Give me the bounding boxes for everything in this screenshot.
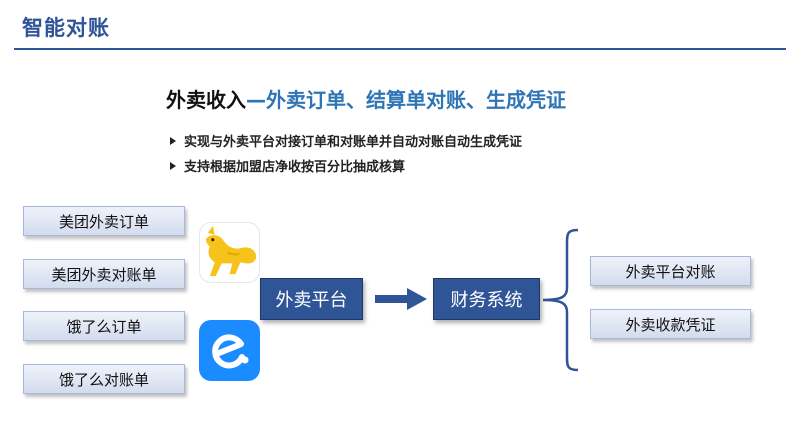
- slide-title: 外卖收入—外卖订单、结算单对账、生成凭证: [166, 84, 566, 113]
- eleme-e-icon: [199, 320, 260, 381]
- source-eleme-orders[interactable]: 饿了么订单: [23, 311, 185, 341]
- bullet-arrow-icon: [170, 137, 176, 145]
- bullet-arrow-icon: [170, 162, 176, 170]
- slide-title-lead: 外卖收入: [166, 88, 246, 112]
- bullet-text: 支持根据加盟店净收按百分比抽成核算: [184, 160, 406, 175]
- source-eleme-statement[interactable]: 饿了么对账单: [23, 364, 185, 394]
- bullet-item: 实现与外卖平台对接订单和对账单并自动对账自动生成凭证: [170, 131, 522, 150]
- output-platform-reconciliation[interactable]: 外卖平台对账: [590, 256, 751, 286]
- source-meituan-statement[interactable]: 美团外卖对账单: [23, 259, 185, 289]
- output-receipt-voucher[interactable]: 外卖收款凭证: [590, 309, 751, 339]
- bullet-text: 实现与外卖平台对接订单和对账单并自动对账自动生成凭证: [184, 135, 523, 150]
- flow-arrow-icon: [375, 288, 427, 310]
- page-header-title: 智能对账: [22, 16, 110, 40]
- finance-system-node[interactable]: 财务系统: [433, 278, 540, 320]
- slide-title-subtitle: —外卖订单、结算单对账、生成凭证: [246, 88, 566, 112]
- header-divider: [14, 48, 786, 50]
- source-meituan-orders[interactable]: 美团外卖订单: [23, 206, 185, 236]
- takeout-platform-node[interactable]: 外卖平台: [260, 278, 363, 320]
- meituan-kangaroo-icon: [199, 222, 260, 283]
- left-brace-connector: [542, 228, 579, 372]
- bullet-item: 支持根据加盟店净收按百分比抽成核算: [170, 156, 405, 175]
